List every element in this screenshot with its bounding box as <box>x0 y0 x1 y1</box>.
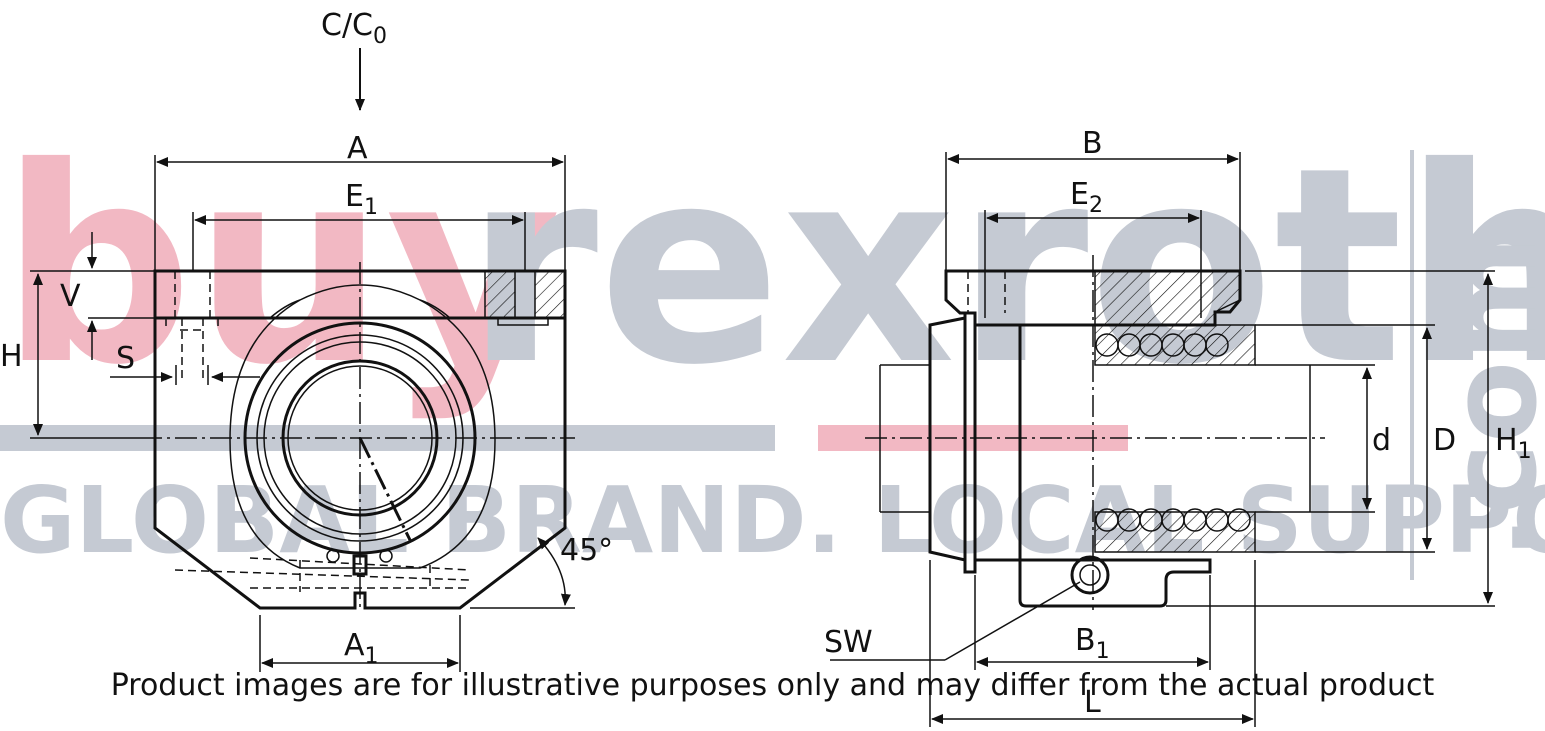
dim-D: D <box>1255 324 1456 553</box>
side-view: B E2 d D <box>824 126 1532 727</box>
dim-H-label: H <box>0 339 23 374</box>
dim-E1-label: E1 <box>345 179 378 220</box>
side-body <box>975 325 1212 608</box>
dim-SW-label: SW <box>824 625 873 660</box>
dim-S: S <box>110 341 260 385</box>
ball-1 <box>326 549 340 563</box>
dim-B1: B1 <box>974 575 1211 670</box>
watermark-rexroth: rexroth <box>465 109 1545 424</box>
dim-angle-label: 45° <box>560 533 613 568</box>
dim-d: d <box>1310 364 1391 513</box>
dim-E2-label: E2 <box>1070 177 1103 218</box>
lube-nipple <box>174 557 471 592</box>
dim-L: L <box>929 560 1256 727</box>
bolt-section-right-b <box>534 270 566 319</box>
dim-S-label: S <box>116 341 135 376</box>
dim-A: A <box>154 131 566 271</box>
ball-row-lower <box>1095 508 1251 532</box>
dim-B-label: B <box>1082 126 1103 161</box>
ball-row-upper <box>1095 333 1229 357</box>
dim-angle: 45° <box>470 533 613 609</box>
side-bolt-hidden <box>967 271 1006 313</box>
watermark-divider <box>1410 150 1414 580</box>
front-view: C/C0 A E1 V <box>0 8 613 672</box>
ball-2 <box>379 549 393 563</box>
dim-H1: H1 <box>1166 270 1532 607</box>
dim-H1-label: H1 <box>1495 423 1532 464</box>
bolt-section-right-a <box>484 270 516 319</box>
sleeve-lower <box>1094 511 1256 553</box>
dim-V: V <box>30 232 175 360</box>
dim-H: H <box>0 273 140 439</box>
dim-A1-label: A1 <box>344 628 379 669</box>
dim-A1: A1 <box>259 615 461 672</box>
lube-fitting-inner <box>1079 564 1101 586</box>
bolt-hole-left <box>165 271 219 383</box>
dim-A-label: A <box>347 131 368 166</box>
bore-outer-contour <box>229 284 496 569</box>
lube-port <box>352 554 368 576</box>
dim-V-label: V <box>60 279 81 314</box>
disclaimer-caption: Product images are for illustrative purp… <box>110 668 1435 703</box>
dim-B1-label: B1 <box>1075 623 1110 664</box>
lube-fitting <box>1070 555 1110 595</box>
dim-B: B <box>945 126 1241 271</box>
bolt-right-head <box>497 318 549 326</box>
diagonal-centerline <box>358 437 412 541</box>
watermark: buy rexroth .com GLOBAL BRAND. LOCAL SUP… <box>0 109 1545 580</box>
dim-E1: E1 <box>192 179 526 271</box>
load-label: C/C0 <box>321 8 387 49</box>
sleeve-upper <box>1094 324 1256 366</box>
dim-SW: SW <box>824 581 1081 661</box>
dim-E2: E2 <box>984 177 1202 318</box>
housing-outline <box>153 269 567 610</box>
dim-d-label: d <box>1372 423 1391 458</box>
dim-D-label: D <box>1433 423 1456 458</box>
watermark-tagline: GLOBAL BRAND. LOCAL SUPPORT. <box>0 467 1545 574</box>
load-indicator: C/C0 <box>321 8 387 111</box>
dim-L-label: L <box>1084 685 1101 720</box>
